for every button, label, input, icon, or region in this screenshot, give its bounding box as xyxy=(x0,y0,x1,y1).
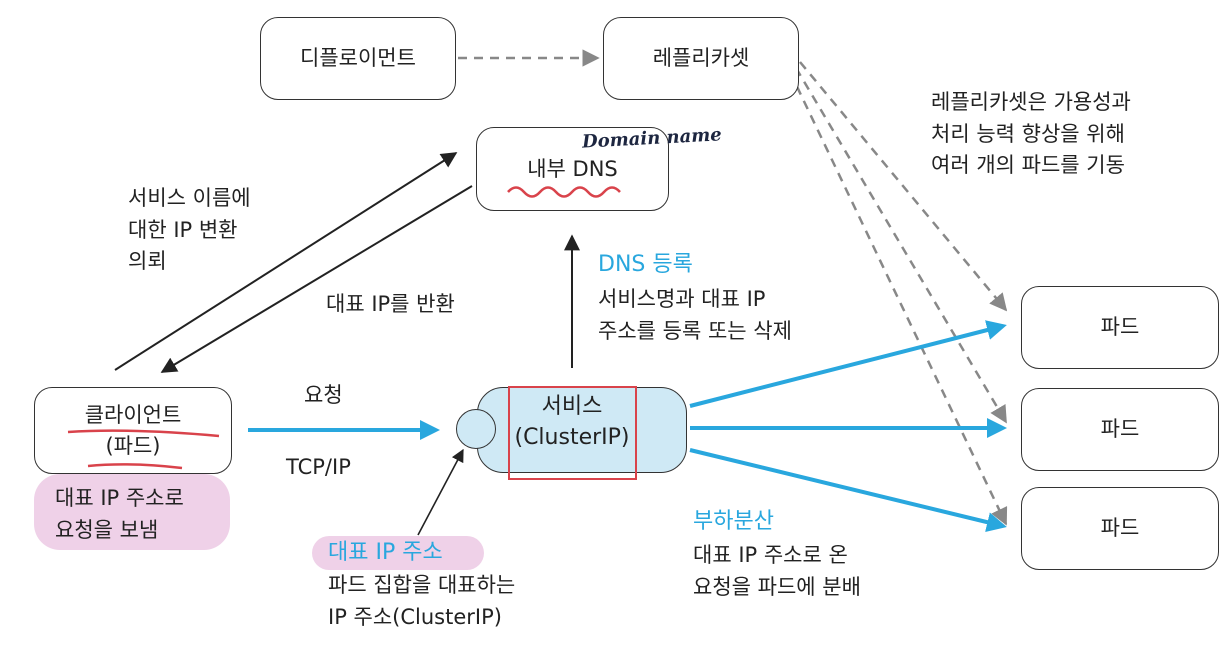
deployment-label: 디플로이먼트 xyxy=(300,46,416,71)
pod-3-label: 파드 xyxy=(1100,516,1140,541)
replicaset-to-pod-2-arrow xyxy=(794,67,1008,424)
pod-2-node: 파드 xyxy=(1021,388,1219,471)
vip-pointer-arrow xyxy=(417,448,464,536)
replicaset-to-pod-3-arrow xyxy=(788,71,1008,526)
dns-label: 내부 DNS xyxy=(527,156,618,181)
service-label: 서비스 (ClusterIP) xyxy=(514,394,630,450)
dns-query-label: 서비스 이름에 대한 IP 변환 의뢰 xyxy=(128,186,251,273)
replicaset-label: 레플리카셋 xyxy=(652,46,750,71)
service-node xyxy=(477,387,687,473)
lb-to-pod-3-arrow xyxy=(689,448,1007,532)
vip-description: 파드 집합을 대표하는 IP 주소(ClusterIP) xyxy=(328,573,516,629)
lb-description: 대표 IP 주소로 온 요청을 파드에 분배 xyxy=(693,543,861,599)
service-highlight-box xyxy=(508,386,637,480)
pod-3-node: 파드 xyxy=(1021,487,1219,570)
vip-title: 대표 IP 주소 xyxy=(328,540,443,565)
pod-2-label: 파드 xyxy=(1100,417,1140,442)
dns-reply-label: 대표 IP를 반환 xyxy=(326,292,455,316)
request-label: 요청 xyxy=(304,383,343,407)
replicaset-to-pod-1-arrow xyxy=(799,61,1008,312)
client-underline xyxy=(67,429,220,438)
lb-to-pod-1-arrow xyxy=(689,320,1007,408)
client-description: 대표 IP 주소로 요청을 보냄 xyxy=(55,486,184,542)
replicaset-node: 레플리카셋 xyxy=(603,17,799,100)
dns-register-description: 서비스명과 대표 IP 주소를 등록 또는 삭제 xyxy=(598,287,792,343)
service-endpoint-circle xyxy=(456,409,496,449)
vip-title-highlight xyxy=(312,536,484,570)
pod-1-label: 파드 xyxy=(1100,315,1140,340)
dns-to-client-arrow xyxy=(160,185,473,373)
client-desc-highlight xyxy=(34,474,230,550)
pod-underline xyxy=(87,463,183,470)
deployment-node: 디플로이먼트 xyxy=(260,17,456,100)
client-label: 클라이언트 (파드) xyxy=(84,403,182,458)
dns-squiggle xyxy=(507,186,621,198)
client-pod-node: 클라이언트 (파드) xyxy=(34,387,232,474)
protocol-label: TCP/IP xyxy=(286,455,351,479)
lb-title: 부하분산 xyxy=(693,509,774,534)
pod-1-node: 파드 xyxy=(1021,286,1219,369)
replicaset-description: 레플리카셋은 가용성과 처리 능력 향상을 위해 여러 개의 파드를 기동 xyxy=(931,90,1131,177)
internal-dns-node: 내부 DNS xyxy=(476,127,669,211)
client-to-dns-arrow xyxy=(114,152,458,371)
dns-register-title: DNS 등록 xyxy=(598,252,693,277)
